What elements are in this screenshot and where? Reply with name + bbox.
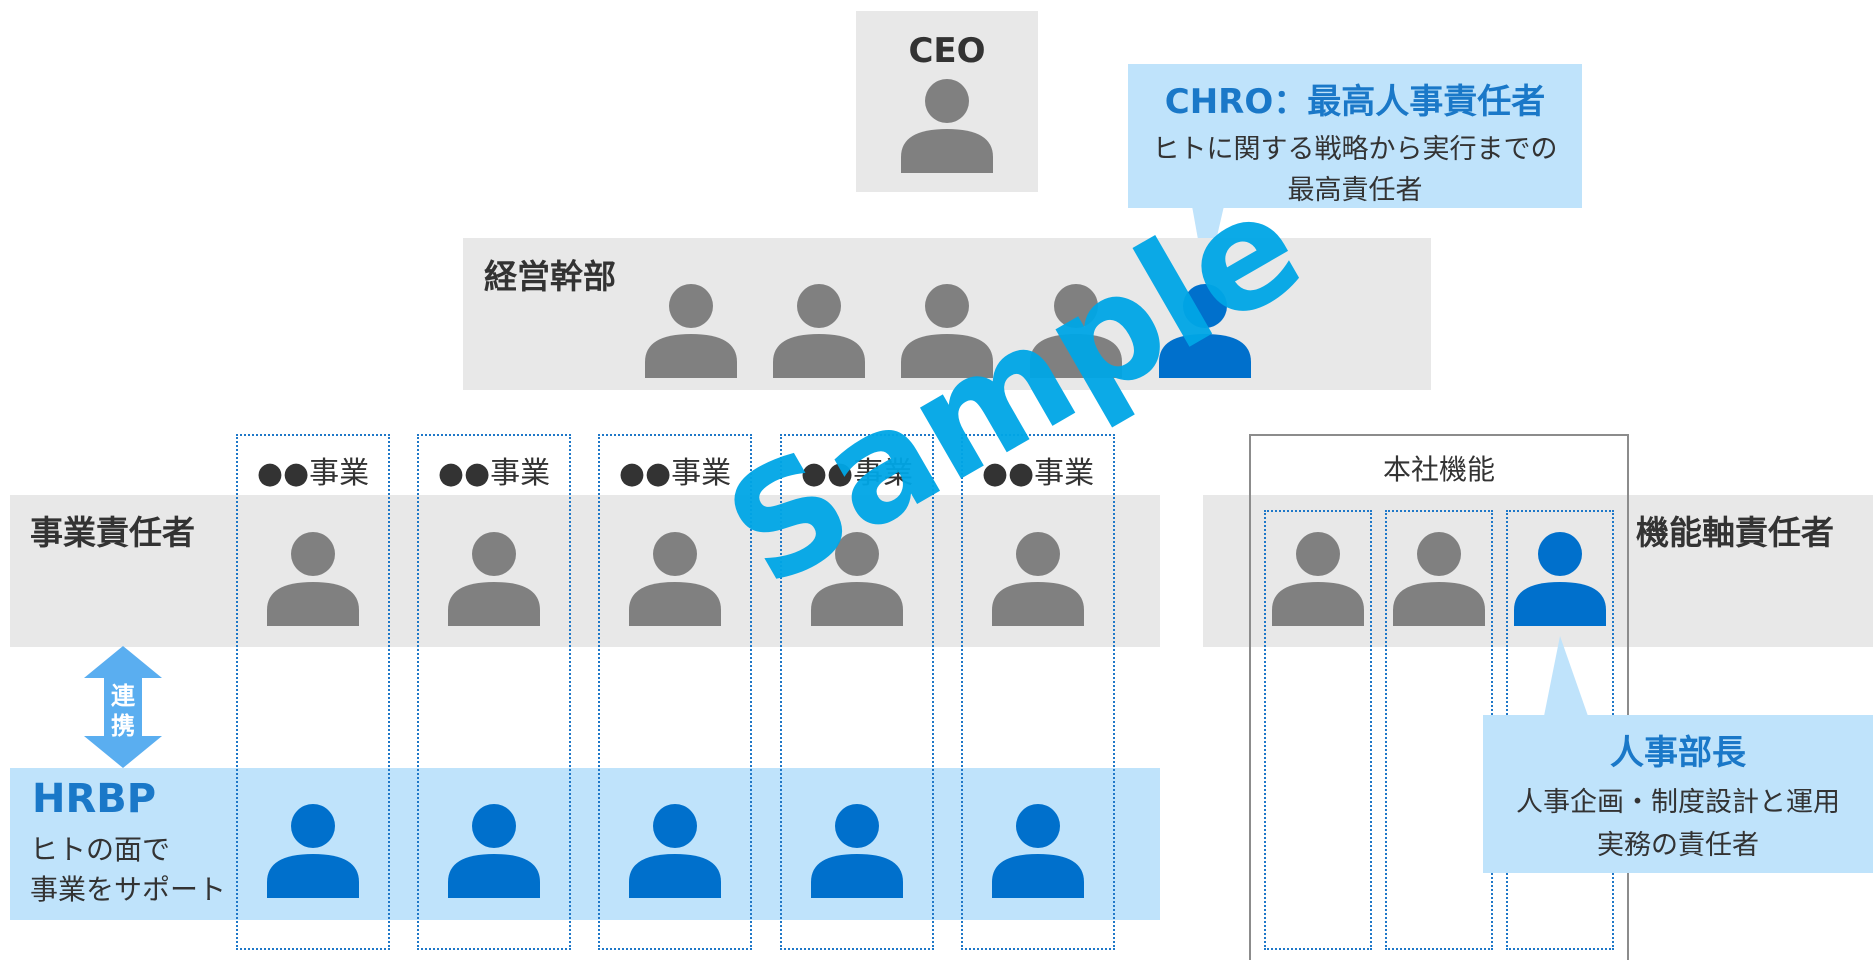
hr-director-desc-line2: 実務の責任者: [1597, 830, 1759, 861]
hr-director-desc-line1: 人事企画・制度設計と運用: [1516, 787, 1840, 818]
business-head-person-icon: [629, 530, 721, 626]
head-office-column: [1264, 510, 1372, 950]
executive-person-icon: [773, 282, 865, 378]
hrbp-band: [10, 768, 1160, 920]
function-head-label: 機能軸責任者: [1636, 513, 1834, 552]
business-unit-label: ●●事業: [256, 456, 370, 491]
business-unit-column: [417, 434, 571, 950]
business-head-person-icon: [267, 530, 359, 626]
business-head-person-icon: [448, 530, 540, 626]
collaboration-arrow-icon: [84, 646, 162, 768]
hrbp-desc-line2: 事業をサポート: [30, 873, 227, 906]
business-unit-label: ●●事業: [981, 456, 1095, 491]
collaboration-label-bottom: 携: [111, 712, 135, 740]
hrbp-person-icon: [992, 802, 1084, 898]
chro-desc-line2: 最高責任者: [1287, 175, 1423, 206]
hr-director-title: 人事部長: [1610, 733, 1746, 773]
hrbp-person-icon: [267, 802, 359, 898]
executive-person-icon: [645, 282, 737, 378]
business-unit-label: ●●事業: [618, 456, 732, 491]
hrbp-title: HRBP: [32, 776, 157, 822]
executives-label: 経営幹部: [484, 257, 616, 296]
function-head-person-icon: [1272, 530, 1364, 626]
hr-director-person-icon: [1514, 530, 1606, 626]
head-office-frame: [1249, 434, 1629, 960]
business-head-label: 事業責任者: [30, 513, 195, 552]
function-head-person-icon: [1393, 530, 1485, 626]
hr-director-callout: 人事部長 人事企画・制度設計と運用 実務の責任者: [1483, 715, 1873, 873]
business-unit-column: [961, 434, 1115, 950]
chro-title: CHRO：最高人事責任者: [1164, 82, 1546, 122]
hrbp-person-icon: [448, 802, 540, 898]
chro-callout: CHRO：最高人事責任者 ヒトに関する戦略から実行までの 最高責任者: [1128, 64, 1582, 208]
executive-person-icon: [901, 282, 993, 378]
business-unit-column: [598, 434, 752, 950]
ceo-label: CEO: [908, 31, 986, 71]
business-head-person-icon: [992, 530, 1084, 626]
hrbp-person-icon: [811, 802, 903, 898]
collaboration-label-top: 連: [111, 682, 135, 710]
business-unit-column: [780, 434, 934, 950]
ceo-box: CEO: [856, 11, 1038, 192]
business-unit-label: ●●事業: [437, 456, 551, 491]
head-office-label: 本社機能: [1382, 453, 1495, 486]
ceo-person-icon: [901, 77, 993, 173]
business-unit-column: [236, 434, 390, 950]
business-head-person-icon: [811, 530, 903, 626]
business-head-band: [10, 495, 1160, 647]
business-unit-label: ●●事業: [800, 456, 914, 491]
executive-person-icon: [1030, 282, 1122, 378]
chro-desc-line1: ヒトに関する戦略から実行までの: [1152, 134, 1558, 165]
chro-person-icon: [1159, 282, 1251, 378]
hrbp-person-icon: [629, 802, 721, 898]
hrbp-desc-line1: ヒトの面で: [30, 833, 171, 866]
hr-director-callout-pointer: [1544, 636, 1588, 716]
